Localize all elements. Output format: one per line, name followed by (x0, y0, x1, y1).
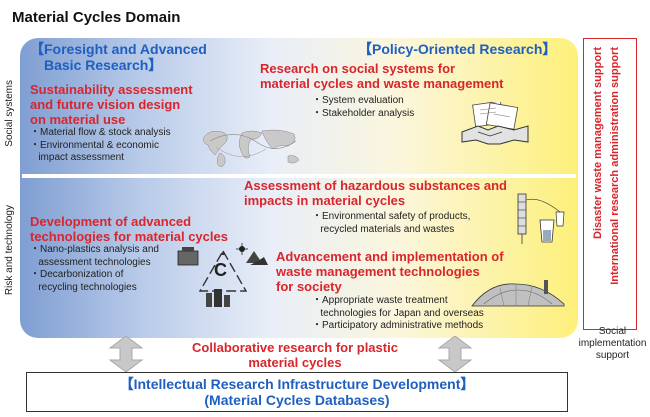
bullet-item: assessment technologies (30, 256, 151, 268)
development-bullets: ・Nano-plastics analysis and assessment t… (30, 244, 159, 294)
page-title: Material Cycles Domain (12, 9, 181, 26)
hazardous-bullets: ・Environmental safety of products, recyc… (312, 211, 470, 236)
implementation-support-box: Disaster waste management support Intern… (583, 38, 637, 330)
row-divider (22, 174, 576, 178)
sustainability-heading: Sustainability assessment and future vis… (30, 82, 193, 127)
bullet-item: technologies for Japan and overseas (312, 307, 484, 319)
bullet-item: ・Environmental & economic (30, 139, 159, 151)
heading-line: Advancement and implementation of (276, 249, 504, 264)
sustainability-bullets: ・Material flow & stock analysis ・Environ… (30, 127, 171, 165)
waste-mgmt-heading: Advancement and implementation of waste … (276, 249, 504, 294)
bullet-item: ・Stakeholder analysis (312, 107, 415, 119)
recycle-symbol-label: C (214, 260, 227, 280)
heading-line: waste management technologies (276, 264, 480, 279)
bullet-item: recycling technologies (30, 281, 137, 293)
row-label-risk-technology: Risk and technology (4, 205, 15, 296)
support-line: Disaster waste management support (592, 47, 604, 239)
caption-line: Social (598, 326, 627, 337)
hazardous-heading: Assessment of hazardous substances and i… (244, 178, 507, 208)
lab-equipment-icon (517, 193, 565, 244)
double-arrow-right-icon (437, 336, 473, 372)
bullet-item: ・Environmental safety of products, (312, 211, 471, 222)
heading-line: and future vision design (30, 97, 181, 112)
row-label-social-systems: Social systems (4, 80, 15, 147)
heading-line: material cycles and waste management (260, 76, 504, 91)
heading-line: Development of advanced (30, 214, 192, 229)
heading-line: Sustainability assessment (30, 82, 193, 97)
bullet-item: impact assessment (30, 152, 124, 163)
waste-mgmt-bullets: ・Appropriate waste treatment technologie… (312, 295, 484, 333)
handshake-documents-icon (461, 102, 529, 145)
infrastructure-title: 【Intellectual Research Infrastructure De… (119, 376, 475, 392)
heading-line: Collaborative research for plastic (192, 340, 398, 355)
recycle-cycle-icon (177, 243, 268, 307)
social-research-heading: Research on social systems for material … (260, 61, 504, 91)
heading-line: for society (276, 279, 342, 294)
foresight-label: 【Foresight and Advanced Basic Research】 (30, 41, 207, 73)
foresight-label-line: 【Foresight and Advanced (30, 41, 207, 57)
heading-line: technologies for material cycles (30, 229, 228, 244)
development-heading: Development of advanced technologies for… (30, 214, 228, 244)
bullet-item: ・Appropriate waste treatment (312, 295, 448, 306)
waste-facility-icon (471, 280, 565, 307)
heading-line: Assessment of hazardous substances and (244, 178, 507, 193)
caption-line: support (595, 350, 630, 361)
bullet-item: ・Decarbonization of (30, 269, 124, 280)
infrastructure-box: 【Intellectual Research Infrastructure De… (26, 372, 568, 412)
bullet-item: ・System evaluation (312, 95, 404, 106)
bullet-item: recycled materials and wastes (312, 223, 455, 235)
heading-line: material cycles (248, 355, 342, 370)
social-implementation-caption: Social implementation support (575, 326, 650, 362)
research-panel (20, 38, 578, 338)
social-research-bullets: ・System evaluation ・Stakeholder analysis (312, 95, 414, 120)
heading-line: on material use (30, 112, 126, 127)
caption-line: implementation (578, 338, 647, 349)
bullet-item: ・Participatory administrative methods (312, 320, 484, 331)
double-arrow-left-icon (108, 336, 144, 372)
bullet-item: ・Nano-plastics analysis and (30, 244, 159, 255)
heading-line: impacts in material cycles (244, 193, 406, 208)
collaborative-heading: Collaborative research for plastic mater… (150, 340, 440, 370)
heading-line: Research on social systems for (260, 61, 456, 76)
infrastructure-subtitle: (Material Cycles Databases) (204, 392, 390, 408)
world-map-icon (203, 129, 300, 167)
bullet-item: ・Material flow & stock analysis (30, 127, 171, 138)
foresight-label-line: Basic Research】 (44, 57, 163, 73)
support-line: International research administration su… (609, 47, 621, 285)
policy-label: 【Policy-Oriented Research】 (358, 41, 557, 57)
